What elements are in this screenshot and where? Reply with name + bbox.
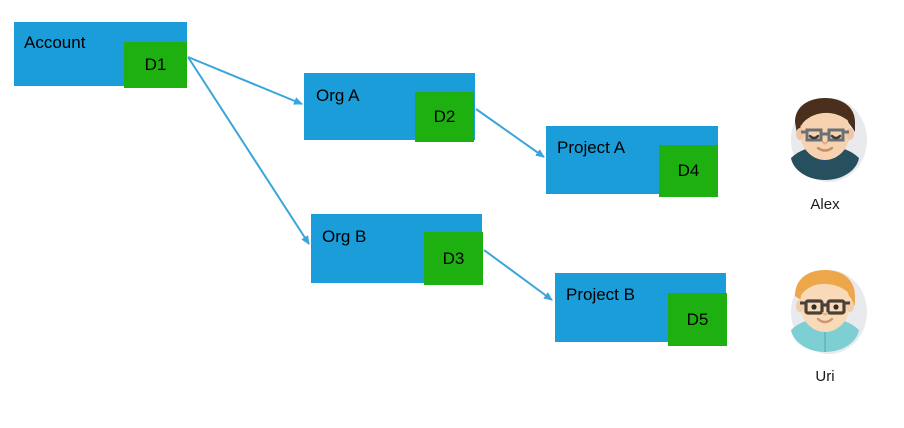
node-project-a-badge-label: D4 xyxy=(677,161,700,180)
edge-org-a-to-project-a xyxy=(475,108,545,158)
person-uri-name: Uri xyxy=(815,368,835,385)
node-account-label: Account xyxy=(24,33,86,52)
node-project-b-badge-label: D5 xyxy=(686,309,709,329)
node-org-a-label: Org A xyxy=(316,86,360,105)
edge-org-b-to-project-b xyxy=(483,249,553,301)
node-org-a-badge[interactable]: D2 xyxy=(415,92,474,142)
avatar-alex xyxy=(777,92,873,188)
person-avatar-uri-icon xyxy=(791,270,867,354)
avatar-uri xyxy=(777,264,873,360)
node-org-a-badge-label: D2 xyxy=(433,107,456,126)
person-alex[interactable]: Alex xyxy=(777,92,873,214)
edge-account-to-org-a xyxy=(187,56,303,105)
node-account-badge[interactable]: D1 xyxy=(124,42,187,88)
person-uri[interactable]: Uri xyxy=(777,264,873,386)
person-alex-name: Alex xyxy=(810,196,840,213)
node-project-b-badge[interactable]: D5 xyxy=(668,293,727,346)
node-account-badge-label: D1 xyxy=(144,55,167,74)
node-project-a-badge[interactable]: D4 xyxy=(659,145,718,197)
node-project-b-label: Project B xyxy=(566,285,635,304)
node-project-a-label: Project A xyxy=(557,138,626,157)
edge-account-to-org-b xyxy=(187,56,310,245)
node-org-b-label: Org B xyxy=(322,227,367,246)
node-org-b-badge[interactable]: D3 xyxy=(424,232,483,285)
person-avatar-alex-icon xyxy=(791,98,867,182)
node-org-b-badge-label: D3 xyxy=(442,248,465,268)
